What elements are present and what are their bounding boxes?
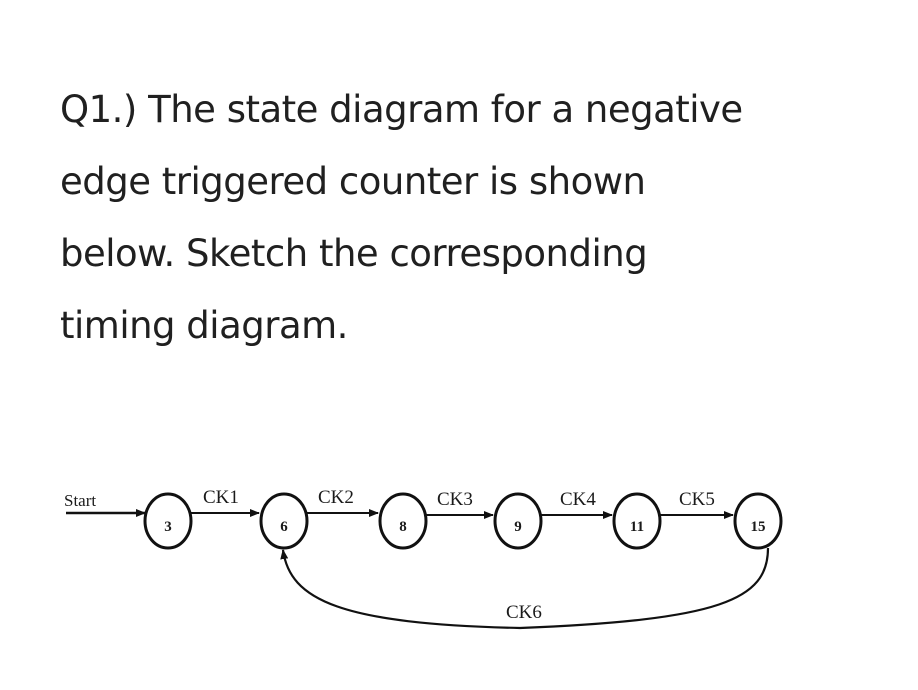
transition-ck1: CK1	[191, 487, 260, 517]
question-line-3: below. Sketch the corresponding	[60, 232, 648, 275]
start-label: Start	[64, 491, 96, 510]
state-6: 6	[259, 492, 309, 550]
state-6-label: 6	[280, 519, 288, 535]
transition-ck1-label: CK1	[203, 487, 239, 508]
transition-ck4-label: CK4	[560, 489, 596, 510]
state-3: 3	[143, 492, 193, 550]
state-8-label: 8	[399, 519, 407, 535]
transition-ck6: CK6	[280, 547, 770, 630]
state-8: 8	[378, 492, 428, 550]
question-line-1: Q1.) The state diagram for a negative	[60, 88, 743, 131]
transition-ck5-label: CK5	[679, 489, 715, 510]
state-9-label: 9	[514, 519, 522, 535]
transition-ck3-label: CK3	[437, 489, 473, 510]
question-line-2: edge triggered counter is shown	[60, 160, 646, 203]
question-line-4: timing diagram.	[60, 304, 348, 347]
transition-ck2-label: CK2	[318, 487, 354, 508]
transition-ck3: CK3	[426, 489, 494, 519]
transition-ck4: CK4	[541, 489, 613, 519]
state-3-label: 3	[164, 519, 172, 535]
state-9: 9	[493, 492, 543, 550]
start-arrow: Start	[64, 491, 146, 517]
transition-ck6-label: CK6	[506, 602, 542, 623]
transition-ck2: CK2	[307, 487, 379, 517]
state-15-label: 15	[751, 519, 766, 535]
state-15: 15	[733, 492, 783, 550]
transition-ck5: CK5	[660, 489, 734, 519]
state-11-label: 11	[630, 519, 644, 535]
question-text: Q1.) The state diagram for a negative ed…	[60, 74, 880, 362]
state-11: 11	[612, 492, 662, 550]
